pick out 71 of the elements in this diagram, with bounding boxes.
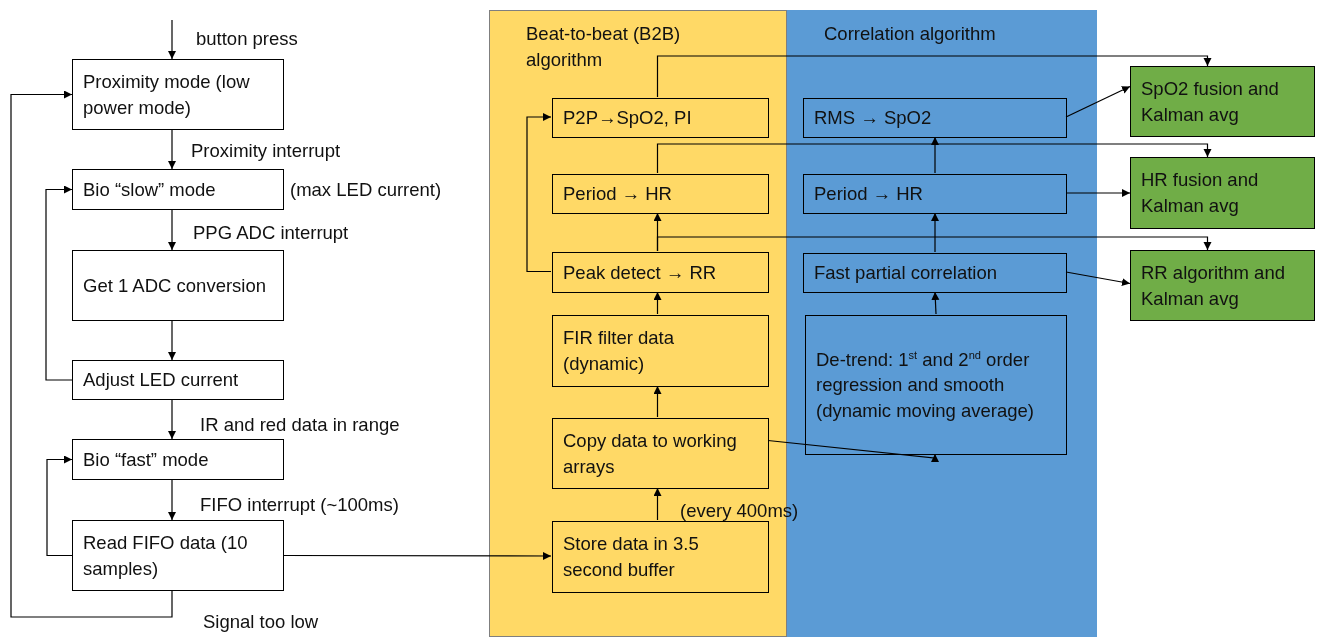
box-label: HR fusion and Kalman avg xyxy=(1141,168,1260,218)
arrow xyxy=(1065,189,1131,197)
process-box xyxy=(803,253,1067,293)
process-box xyxy=(72,439,284,480)
box-label: RMS → SpO2 xyxy=(814,106,933,131)
box-label: Proximity mode (low power mode) xyxy=(83,70,251,120)
process-box xyxy=(72,360,284,400)
arrow xyxy=(168,320,176,361)
arrow xyxy=(283,552,552,560)
box-label: Bio “fast” mode xyxy=(83,447,210,472)
process-box xyxy=(1130,66,1315,137)
process-box xyxy=(552,418,769,489)
arrow xyxy=(767,439,939,462)
box-label: Copy data to working arrays xyxy=(563,429,738,479)
box-label: Adjust LED current xyxy=(83,368,240,393)
panel-title: Correlation algorithm xyxy=(824,22,997,46)
box-label: P2P→SpO2, PI xyxy=(563,106,693,131)
process-box xyxy=(552,315,769,387)
process-box xyxy=(72,169,284,210)
process-box xyxy=(1130,250,1315,321)
process-box xyxy=(805,315,1067,455)
process-box xyxy=(552,174,769,214)
arrow xyxy=(656,143,1212,174)
arrow xyxy=(653,385,662,418)
arrow xyxy=(168,19,176,60)
edge-label: button press xyxy=(196,28,298,50)
box-label: Store data in 3.5 second buffer xyxy=(563,532,700,582)
arrow xyxy=(931,212,939,253)
arrow xyxy=(653,487,662,521)
arrow xyxy=(168,479,176,521)
box-label: RR algorithm and Kalman avg xyxy=(1141,261,1286,311)
edge-label: PPG ADC interrupt xyxy=(193,222,349,244)
box-label: Peak detect → RR xyxy=(563,260,718,285)
box-label: Fast partial correlation xyxy=(814,261,999,286)
box-label: Period → HR xyxy=(814,182,924,207)
process-box xyxy=(803,98,1067,138)
box-label: De-trend: 1$^{st}$ and 2$^{nd}$ order regression and smooth (dynamic moving average) xyxy=(816,347,1035,423)
box-label: Get 1 ADC conversion xyxy=(83,273,268,298)
box-label: FIR filter data (dynamic) xyxy=(563,326,676,376)
node-note: (max LED current) xyxy=(290,179,442,201)
edge-label: IR and red data in range xyxy=(200,414,400,436)
arrow xyxy=(168,129,176,170)
arrow xyxy=(1065,271,1131,286)
arrow xyxy=(10,90,173,618)
box-label: Period → HR xyxy=(563,182,673,207)
arrow xyxy=(653,291,662,315)
arrow xyxy=(656,236,1212,252)
process-box xyxy=(552,521,769,593)
process-box xyxy=(552,252,769,293)
process-box xyxy=(1130,157,1315,229)
arrow xyxy=(931,291,940,315)
arrow xyxy=(45,185,73,381)
box-label: Bio “slow” mode xyxy=(83,177,217,202)
arrow xyxy=(1065,85,1131,118)
panel-title: Beat-to-beat (B2B) algorithm xyxy=(526,22,682,72)
edge-label: FIFO interrupt (~100ms) xyxy=(200,494,399,516)
process-box xyxy=(803,174,1067,214)
arrow xyxy=(656,55,1212,98)
process-box xyxy=(552,98,769,138)
arrow xyxy=(931,136,939,174)
box-label: Read FIFO data (10 samples) xyxy=(83,531,249,581)
process-box xyxy=(72,59,284,130)
box-label: SpO2 fusion and Kalman avg xyxy=(1141,77,1280,127)
process-box xyxy=(72,250,284,321)
edge-label: Signal too low xyxy=(203,611,319,633)
arrow xyxy=(168,209,176,251)
arrow xyxy=(526,113,552,273)
process-box xyxy=(72,520,284,591)
edge-label: Proximity interrupt xyxy=(191,140,341,162)
arrow xyxy=(168,399,176,440)
arrow xyxy=(46,455,73,557)
